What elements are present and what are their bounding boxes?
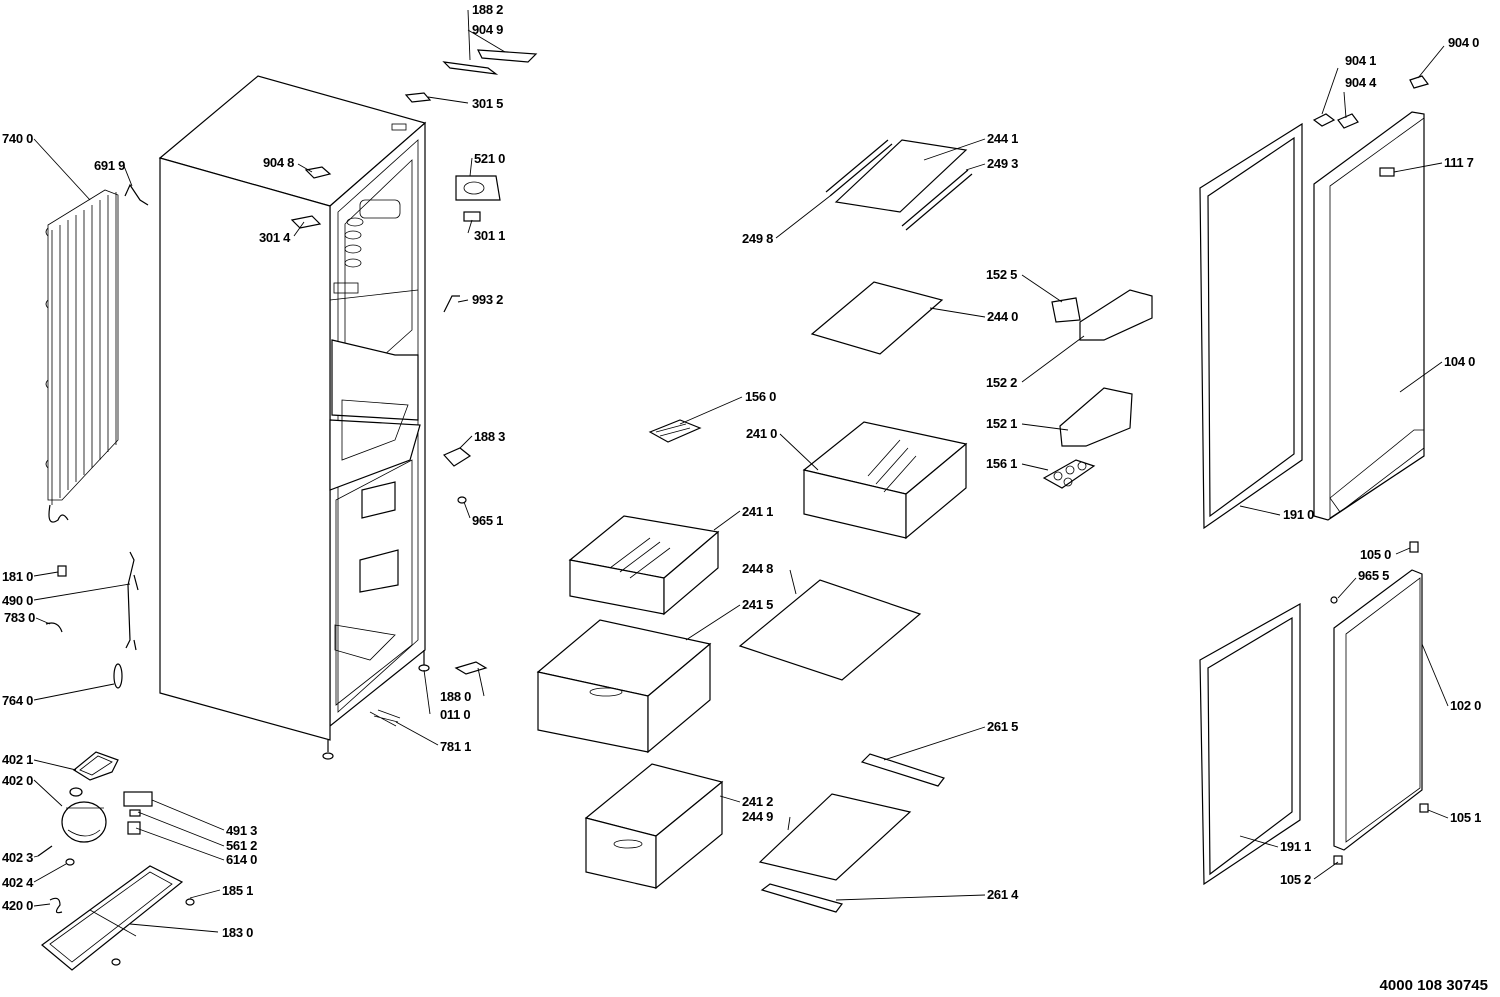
part-label-183-0: 183 0: [222, 925, 254, 940]
part-label-904-1: 904 1: [1345, 53, 1377, 68]
part-label-152-2: 152 2: [986, 375, 1018, 390]
doors-drawing: [1199, 75, 1430, 886]
part-label-241-2: 241 2: [742, 794, 774, 809]
part-label-188-0: 188 0: [440, 689, 472, 704]
part-label-152-5: 152 5: [986, 267, 1018, 282]
part-label-904-8: 904 8: [263, 155, 295, 170]
part-label-105-1: 105 1: [1450, 810, 1482, 825]
part-label-241-0: 241 0: [746, 426, 778, 441]
part-label-490-0: 490 0: [2, 593, 34, 608]
part-label-614-0: 614 0: [226, 852, 258, 867]
part-label-965-5: 965 5: [1358, 568, 1390, 583]
part-label-188-2: 188 2: [472, 2, 504, 17]
condenser-drawing: [45, 183, 149, 523]
part-label-764-0: 764 0: [2, 693, 34, 708]
part-label-261-5: 261 5: [987, 719, 1019, 734]
base-frame-drawing: [41, 865, 195, 971]
part-label-244-0: 244 0: [987, 309, 1019, 324]
part-label-111-7: 111 7: [1444, 155, 1474, 170]
part-label-783-0: 783 0: [4, 610, 36, 625]
door-bins-drawing: [648, 289, 1153, 489]
part-label-185-1: 185 1: [222, 883, 254, 898]
part-label-301-1: 301 1: [474, 228, 506, 243]
part-label-402-3: 402 3: [2, 850, 34, 865]
shelves-drawing: [738, 139, 973, 913]
part-label-402-0: 402 0: [2, 773, 34, 788]
part-label-102-0: 102 0: [1450, 698, 1482, 713]
top-hinge-parts-drawing: [290, 49, 538, 727]
part-label-244-1: 244 1: [987, 131, 1019, 146]
part-label-904-0: 904 0: [1448, 35, 1480, 50]
part-label-191-0: 191 0: [1283, 507, 1315, 522]
part-label-191-1: 191 1: [1280, 839, 1312, 854]
part-label-561-2: 561 2: [226, 838, 258, 853]
document-number: 4000 108 30745: [1379, 977, 1488, 994]
part-label-521-0: 521 0: [474, 151, 506, 166]
part-label-105-2: 105 2: [1280, 872, 1312, 887]
part-label-011-0: 011 0: [440, 707, 471, 722]
part-label-781-1: 781 1: [440, 739, 472, 754]
part-label-965-1: 965 1: [472, 513, 504, 528]
part-label-261-4: 261 4: [987, 887, 1019, 902]
part-label-904-9: 904 9: [472, 22, 504, 37]
part-label-249-8: 249 8: [742, 231, 774, 246]
part-label-181-0: 181 0: [2, 569, 34, 584]
part-label-993-2: 993 2: [472, 292, 504, 307]
part-label-301-5: 301 5: [472, 96, 504, 111]
part-label-491-3: 491 3: [226, 823, 258, 838]
part-label-420-0: 420 0: [2, 898, 34, 913]
part-label-402-1: 402 1: [2, 752, 34, 767]
part-label-156-0: 156 0: [745, 389, 777, 404]
part-label-249-3: 249 3: [987, 156, 1019, 171]
part-label-105-0: 105 0: [1360, 547, 1392, 562]
cabinet-drawing: [158, 75, 430, 760]
part-label-244-9: 244 9: [742, 809, 774, 824]
part-label-904-4: 904 4: [1345, 75, 1377, 90]
leader-lines: [33, 9, 1449, 933]
part-label-241-1: 241 1: [742, 504, 774, 519]
part-label-156-1: 156 1: [986, 456, 1018, 471]
part-label-188-3: 188 3: [474, 429, 506, 444]
part-label-104-0: 104 0: [1444, 354, 1476, 369]
part-label-740-0: 740 0: [2, 131, 34, 146]
part-label-152-1: 152 1: [986, 416, 1018, 431]
part-label-691-9: 691 9: [94, 158, 126, 173]
part-label-244-8: 244 8: [742, 561, 774, 576]
drawers-drawing: [536, 421, 968, 890]
left-small-parts-drawing: [37, 551, 153, 914]
part-label-402-4: 402 4: [2, 875, 34, 890]
part-label-301-4: 301 4: [259, 230, 291, 245]
part-label-241-5: 241 5: [742, 597, 774, 612]
